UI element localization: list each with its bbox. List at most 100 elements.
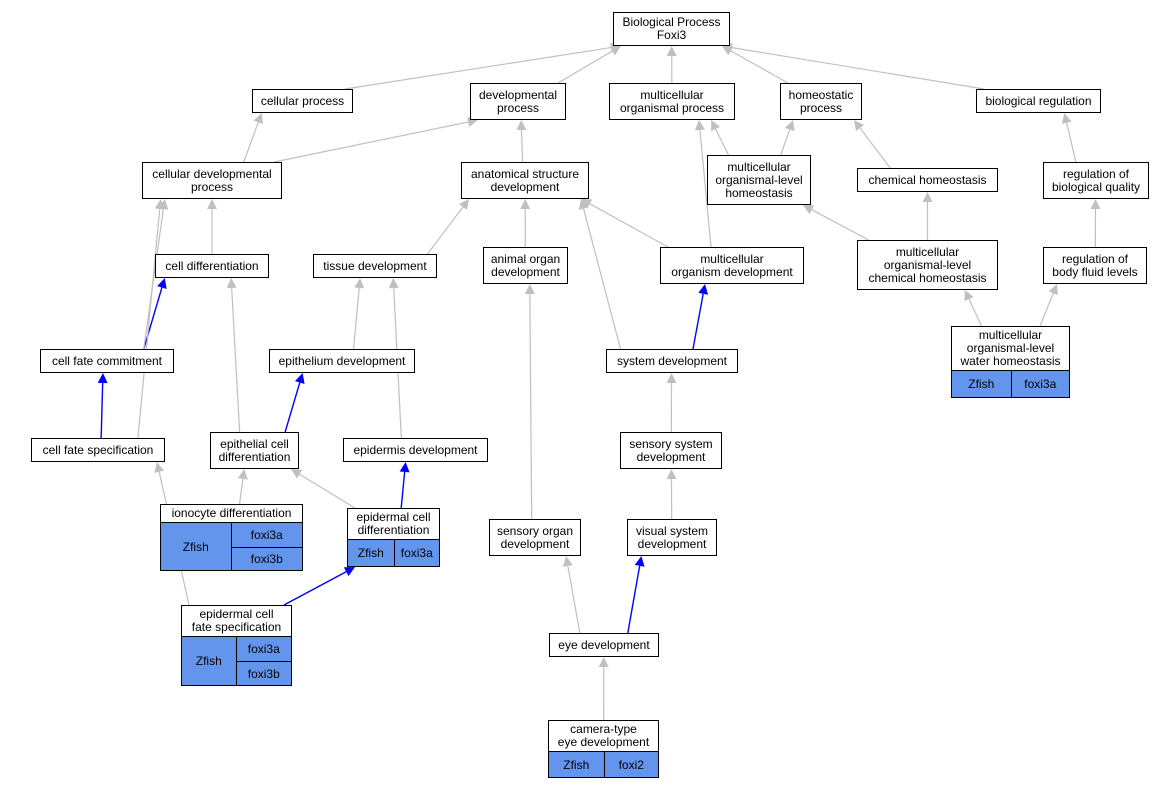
edge-arrowhead — [609, 46, 621, 56]
gene-cell[interactable]: foxi2 — [603, 752, 659, 777]
gene-cell[interactable]: foxi3b — [231, 546, 302, 571]
node-label: visual system development — [635, 523, 709, 551]
edge-is-a — [137, 208, 161, 439]
node-label: camera-type eye development — [557, 722, 650, 749]
edge-is-a — [780, 129, 791, 156]
annotation-table: Zfish foxi3a foxi3b — [182, 636, 291, 685]
node-multicellular-organismal-level-homeostasis[interactable]: multicellular organismal-level homeostas… — [707, 155, 811, 205]
node-homeostatic-process[interactable]: homeostatic process — [780, 83, 862, 120]
annotation-table: Zfish foxi3a — [952, 370, 1069, 397]
edge-arrowhead — [666, 469, 677, 480]
node-label: cell fate specification — [42, 442, 154, 457]
edge-is-a — [352, 287, 360, 350]
node-cell-fate-specification[interactable]: cell fate specification — [31, 438, 165, 462]
node-camera-type-eye-development[interactable]: camera-type eye development Zfish foxi2 — [548, 720, 659, 778]
node-cell-fate-commitment[interactable]: cell fate commitment — [40, 349, 174, 373]
node-visual-system-development[interactable]: visual system development — [627, 519, 717, 556]
edge-arrowhead — [922, 192, 933, 202]
edge-is-a — [859, 127, 891, 169]
node-developmental-process[interactable]: developmental process — [470, 83, 566, 120]
edge-is-a — [699, 129, 712, 248]
edge-arrowhead — [634, 556, 645, 567]
node-multicellular-organismal-level-water-homeostasis[interactable]: multicellular organismal-level water hom… — [951, 326, 1070, 398]
annotation-table: Zfish foxi3a — [348, 539, 439, 566]
node-regulation-of-body-fluid-levels[interactable]: regulation of body fluid levels — [1043, 247, 1147, 284]
node-chemical-homeostasis[interactable]: chemical homeostasis — [857, 168, 998, 192]
edge-is-a — [273, 121, 469, 163]
node-multicellular-organismal-level-chemical-homeostasis[interactable]: multicellular organismal-level chemical … — [857, 240, 998, 290]
node-epidermal-cell-fate-specification[interactable]: epidermal cell fate specification Zfish … — [181, 605, 292, 686]
edge-is-a — [567, 565, 581, 634]
node-multicellular-organism-development[interactable]: multicellular organism development — [660, 247, 804, 284]
node-label: cellular process — [260, 93, 345, 108]
node-label: developmental process — [478, 87, 558, 115]
edge-is-a — [731, 47, 985, 90]
node-label: multicellular organism development — [671, 251, 793, 279]
edge-arrowhead — [854, 120, 865, 131]
edge-is-a — [557, 50, 613, 84]
node-animal-organ-development[interactable]: animal organ development — [483, 247, 568, 284]
node-system-development[interactable]: system development — [606, 349, 738, 373]
node-epidermal-cell-differentiation[interactable]: epidermal cell differentiation Zfish fox… — [347, 508, 440, 567]
gene-cell[interactable]: foxi3a — [393, 540, 440, 566]
edge-is-a — [427, 206, 464, 255]
node-epithelium-development[interactable]: epithelium development — [269, 349, 415, 373]
node-label: eye development — [558, 637, 650, 652]
node-label: cellular developmental process — [152, 166, 272, 194]
node-label: sensory organ development — [496, 523, 574, 551]
node-label: chemical homeostasis — [868, 172, 987, 187]
edge-arrowhead — [226, 278, 237, 289]
edge-arrowhead — [1048, 284, 1058, 296]
node-cell-differentiation[interactable]: cell differentiation — [155, 254, 269, 278]
edge-arrowhead — [803, 205, 815, 215]
node-label: regulation of biological quality — [1051, 166, 1141, 194]
edge-arrowhead — [581, 199, 593, 209]
node-label: biological regulation — [985, 93, 1092, 108]
edge-arrowhead — [562, 556, 573, 567]
edge-arrowhead — [785, 120, 795, 132]
node-cellular-process[interactable]: cellular process — [252, 89, 353, 113]
gene-cell[interactable]: foxi3b — [236, 661, 291, 685]
node-label: multicellular organismal-level water hom… — [960, 328, 1061, 368]
node-label: epidermal cell differentiation — [356, 510, 431, 537]
node-multicellular-organismal-process[interactable]: multicellular organismal process — [609, 83, 735, 120]
node-cellular-developmental-process[interactable]: cellular developmental process — [142, 162, 282, 199]
node-sensory-organ-development[interactable]: sensory organ development — [489, 519, 581, 556]
node-regulation-of-biological-quality[interactable]: regulation of biological quality — [1043, 162, 1149, 199]
edge-is-a — [529, 293, 533, 520]
edge-is-a — [730, 50, 789, 84]
edge-is-a — [1066, 122, 1077, 163]
edge-arrowhead — [343, 567, 355, 577]
edge-is-a — [582, 208, 622, 350]
edge-arrowhead — [516, 120, 527, 131]
node-label: multicellular organismal process — [619, 87, 725, 115]
organism-cell: Zfish — [968, 377, 995, 391]
node-label: epithelium development — [278, 353, 406, 368]
gene-cell[interactable]: foxi3a — [1010, 371, 1070, 397]
node-biological-regulation[interactable]: biological regulation — [976, 89, 1101, 113]
node-sensory-system-development[interactable]: sensory system development — [620, 432, 722, 469]
gene-cell[interactable]: foxi3a — [247, 642, 280, 656]
node-tissue-development[interactable]: tissue development — [313, 254, 437, 278]
node-biological-process[interactable]: Biological Process Foxi3 — [613, 12, 730, 46]
edge-arrowhead — [154, 199, 165, 210]
edge-arrowhead — [354, 278, 365, 289]
edge-is-a — [231, 287, 241, 433]
node-label: epidermal cell fate specification — [191, 607, 282, 634]
node-epidermis-development[interactable]: epidermis development — [343, 438, 488, 462]
node-epithelial-cell-differentiation[interactable]: epithelial cell differentiation — [210, 432, 299, 469]
node-ionocyte-differentiation[interactable]: ionocyte differentiation Zfish foxi3a fo… — [160, 504, 303, 571]
edge-part-of — [627, 565, 641, 634]
node-eye-development[interactable]: eye development — [549, 633, 659, 657]
edge-is-a — [589, 203, 669, 248]
node-anatomical-structure-development[interactable]: anatomical structure development — [461, 162, 589, 199]
edge-is-a — [520, 129, 524, 163]
edge-part-of — [283, 571, 347, 606]
edge-part-of — [100, 382, 104, 439]
edge-is-a — [811, 209, 869, 241]
edge-arrowhead — [399, 462, 410, 473]
annotation-table: Zfish foxi3a foxi3b — [161, 522, 302, 570]
edge-is-a — [715, 128, 730, 156]
gene-cell[interactable]: foxi3a — [250, 527, 283, 542]
